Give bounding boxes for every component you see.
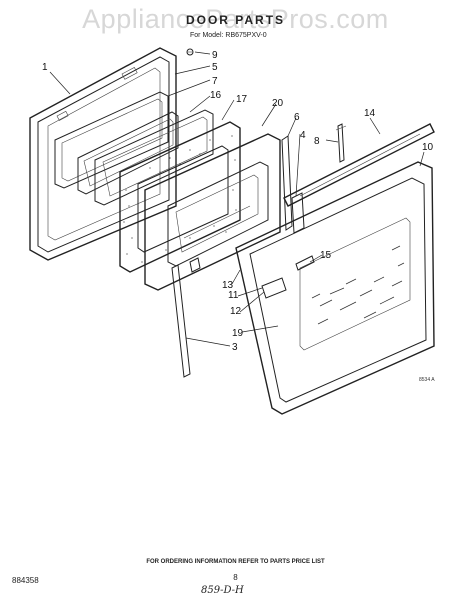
callout-7: 7 xyxy=(212,76,218,87)
part-gasket xyxy=(171,264,191,378)
handwritten-note: 859-D-H xyxy=(201,585,244,596)
screw-icon xyxy=(186,48,194,56)
part-insert xyxy=(189,257,201,273)
part-door-liner xyxy=(144,133,281,291)
callout-19: 19 xyxy=(232,328,244,339)
watermark: AppliancePartsPros.com xyxy=(82,4,389,34)
callout-16: 16 xyxy=(210,90,222,101)
part-door-front-panel xyxy=(235,161,435,415)
part-bracket xyxy=(295,255,315,271)
callout-10: 10 xyxy=(422,142,434,153)
document-code: 884358 xyxy=(12,576,39,585)
callout-numbers: 1 9 5 7 16 17 20 6 4 14 8 10 15 13 11 12… xyxy=(42,50,434,353)
part-window-frame xyxy=(54,91,179,195)
callout-11: 11 xyxy=(228,290,239,301)
callout-3: 3 xyxy=(232,342,238,353)
part-hinge-block xyxy=(261,277,287,299)
callout-9: 9 xyxy=(212,50,218,61)
callout-20: 20 xyxy=(272,98,284,109)
callout-12: 12 xyxy=(230,306,242,317)
model-line: For Model: RB675PXV-0 xyxy=(190,32,267,39)
callout-5: 5 xyxy=(212,62,218,73)
page-number: 8 xyxy=(233,573,238,582)
callout-17: 17 xyxy=(236,94,248,105)
part-handle xyxy=(283,123,435,207)
callout-13: 13 xyxy=(222,280,234,291)
callout-8: 8 xyxy=(314,136,320,147)
diagram-title: DOOR PARTS xyxy=(185,13,286,27)
callout-4: 4 xyxy=(300,130,306,141)
callout-15: 15 xyxy=(320,250,332,261)
callout-1: 1 xyxy=(42,62,48,73)
ordering-note: FOR ORDERING INFORMATION REFER TO PARTS … xyxy=(146,559,325,565)
part-glass-pane xyxy=(94,109,214,206)
callout-14: 14 xyxy=(364,108,376,119)
drawing-code: 8534 A xyxy=(419,377,435,383)
part-hinge-pin xyxy=(335,123,347,163)
part-insulation-panel xyxy=(119,121,241,273)
part-side-trim xyxy=(281,135,305,234)
callout-leaders xyxy=(49,51,425,347)
callout-6: 6 xyxy=(294,112,300,123)
part-door-outer-panel xyxy=(29,47,177,261)
